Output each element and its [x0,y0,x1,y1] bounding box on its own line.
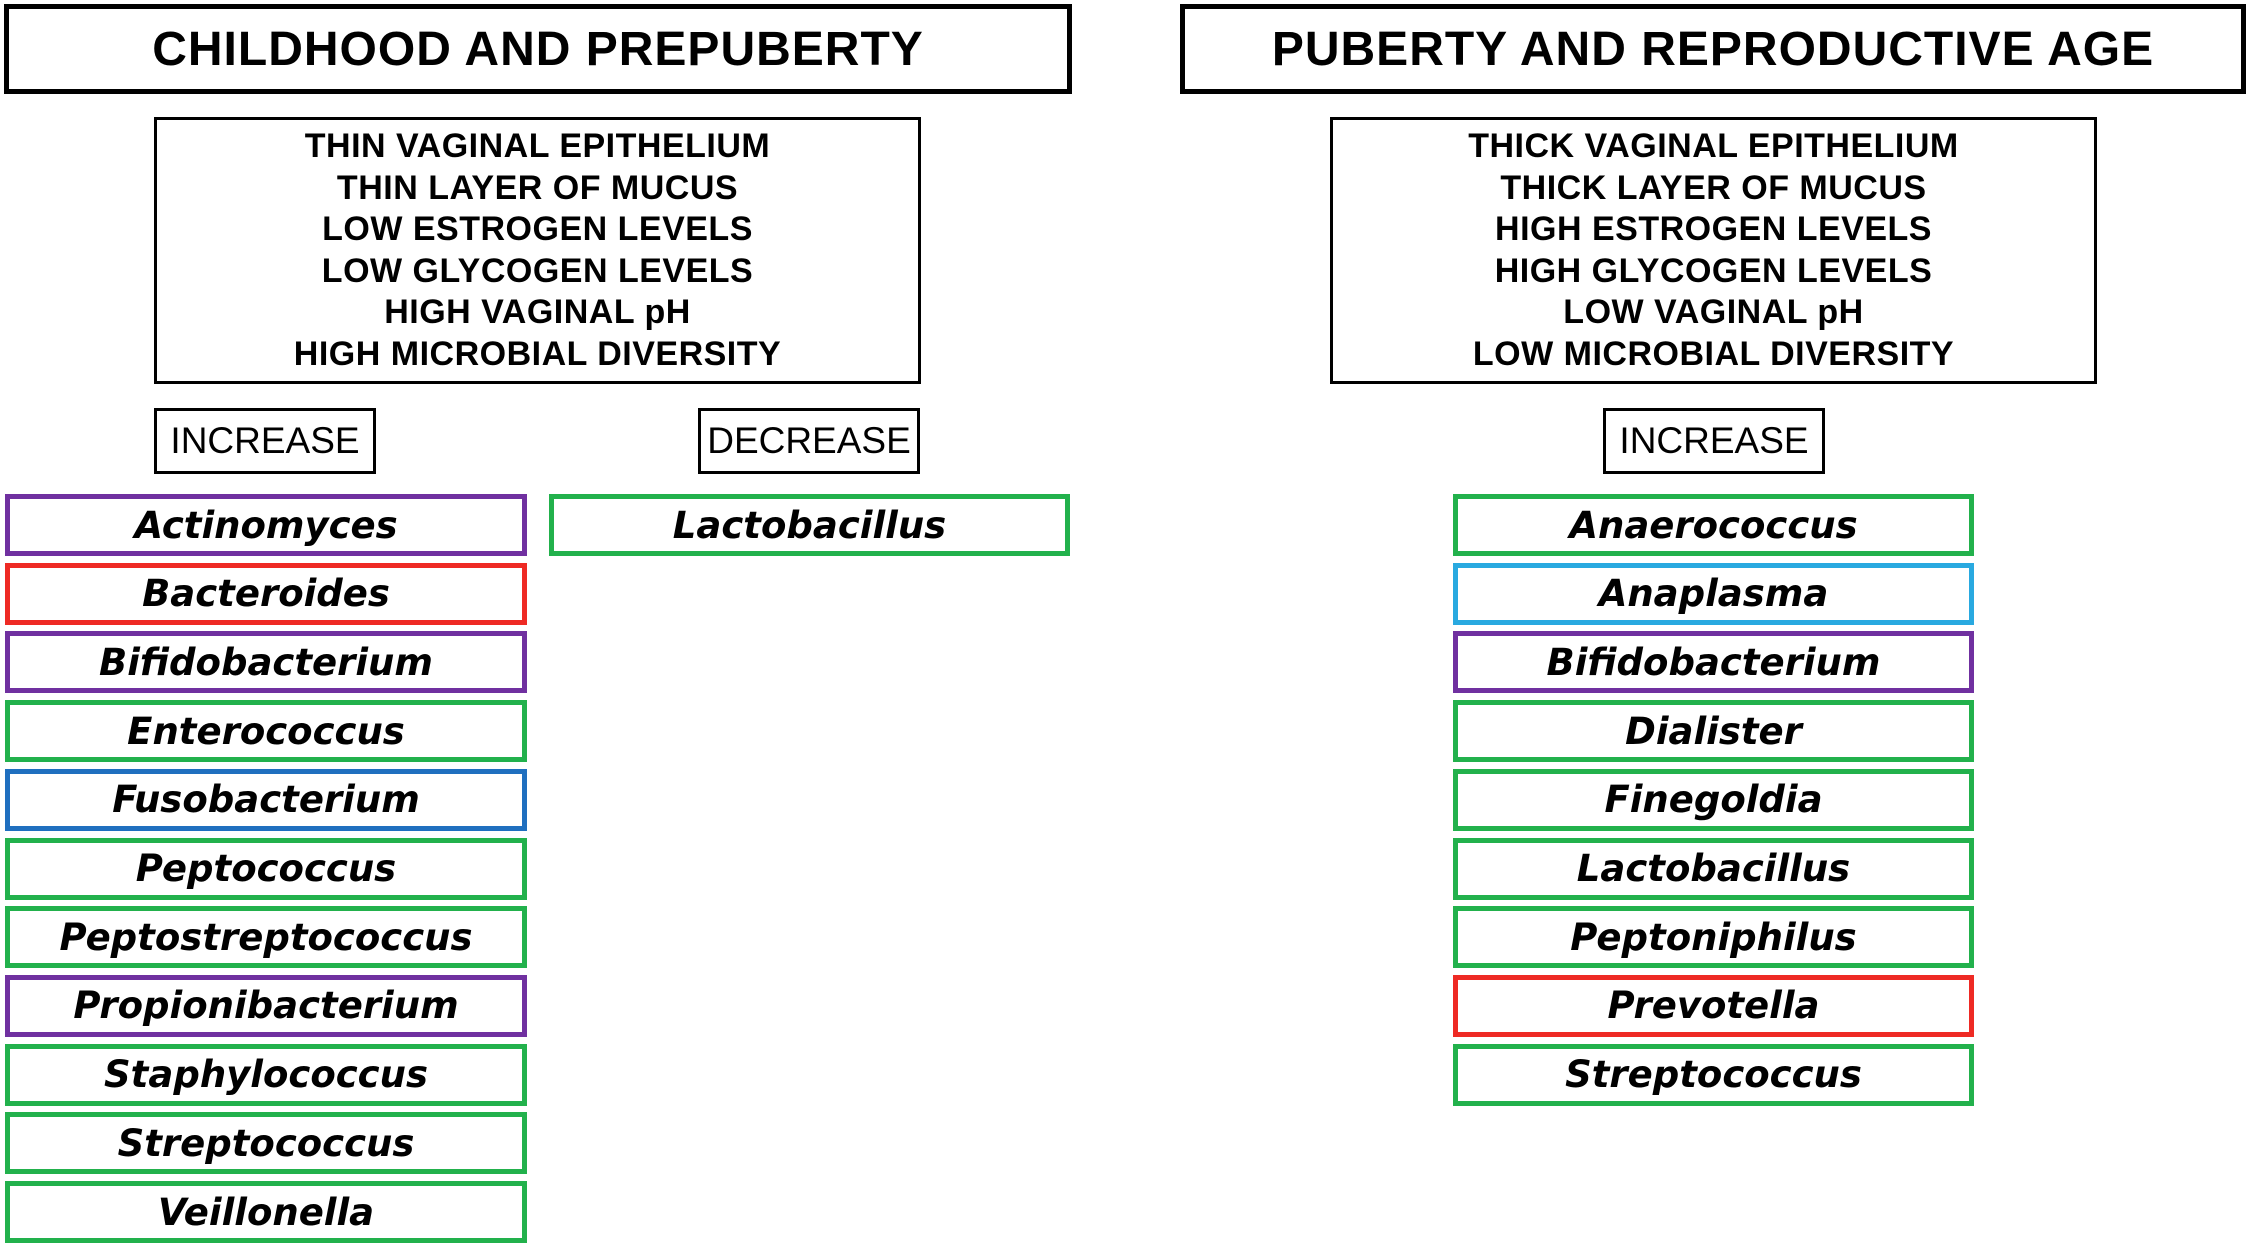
right-increase-genus-box: Bifidobacterium [1453,631,1974,694]
left-decrease-genus-box: Lactobacillus [549,494,1070,556]
left-property-2: THIN LAYER OF MUCUS [336,168,739,207]
left-increase-genus-box: Staphylococcus [5,1043,527,1106]
right-increase-genus-box: Dialister [1453,700,1974,763]
left-increase-genus-box: Actinomyces [5,494,527,556]
right-property-1: THICK VAGINAL EPITHELIUM [1468,127,1959,165]
left-property-5: HIGH VAGINAL pH [384,293,691,331]
right-panel-title: PUBERTY AND REPRODUCTIVE AGE [1180,4,2246,94]
right-increase-genus-box: Lactobacillus [1453,837,1974,900]
left-increase-genus-box: Propionibacterium [5,974,527,1037]
left-increase-genus-box: Streptococcus [5,1112,527,1175]
right-increase-genus-box: Prevotella [1453,974,1974,1037]
left-property-6: HIGH MICROBIAL DIVERSITY [293,334,782,373]
left-increase-genus-box: Bacteroides [5,562,527,625]
right-increase-genus-box: Anaplasma [1453,562,1974,625]
left-property-4: LOW GLYCOGEN LEVELS [321,251,754,290]
left-increase-genus-box: Enterococcus [5,700,527,763]
right-increase-genus-box: Finegoldia [1453,768,1974,831]
right-increase-genus-box: Streptococcus [1453,1043,1974,1106]
left-increase-genus-box: Peptococcus [5,837,527,900]
left-decrease-label: DECREASE [698,408,920,474]
left-increase-label: INCREASE [154,408,376,474]
left-increase-genus-box: Veillonella [5,1181,527,1243]
right-increase-label: INCREASE [1603,408,1825,474]
left-property-1: THIN VAGINAL EPITHELIUM [304,127,771,165]
right-property-4: HIGH GLYCOGEN LEVELS [1494,251,1933,290]
right-property-3: HIGH ESTROGEN LEVELS [1495,210,1932,248]
left-increase-genus-box: Fusobacterium [5,768,527,831]
left-property-3: LOW ESTROGEN LEVELS [322,210,753,248]
right-property-2: THICK LAYER OF MUCUS [1500,168,1927,207]
right-increase-genus-box: Anaerococcus [1453,494,1974,556]
left-panel-title: CHILDHOOD AND PREPUBERTY [4,4,1072,94]
left-increase-genus-box: Bifidobacterium [5,631,527,694]
right-property-6: LOW MICROBIAL DIVERSITY [1472,334,1955,373]
right-increase-genus-box: Peptoniphilus [1453,906,1974,969]
left-properties-box: THIN VAGINAL EPITHELIUM THIN LAYER OF MU… [154,117,921,384]
right-property-5: LOW VAGINAL pH [1563,293,1864,331]
right-properties-box: THICK VAGINAL EPITHELIUM THICK LAYER OF … [1330,117,2097,384]
left-increase-genus-box: Peptostreptococcus [5,906,527,969]
